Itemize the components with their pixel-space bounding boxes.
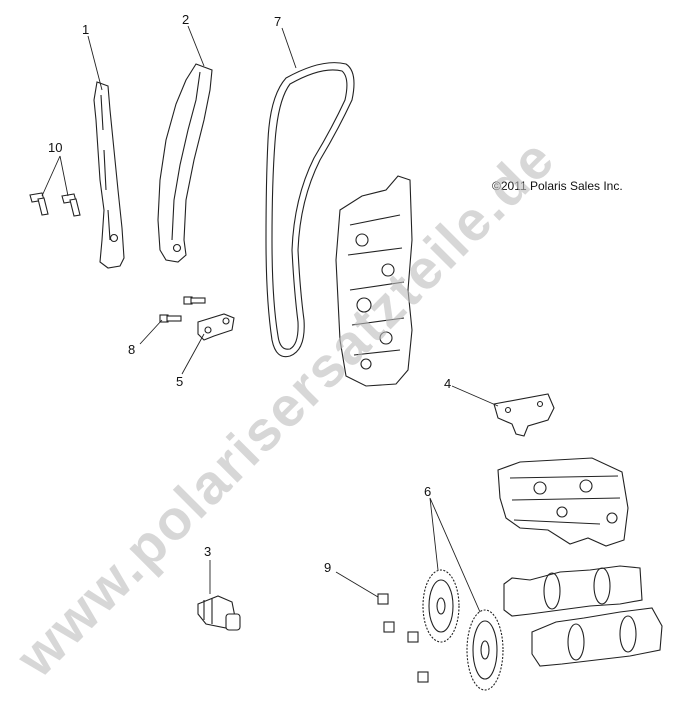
chain-tensioner-part bbox=[197, 595, 241, 631]
camshaft-carrier bbox=[497, 457, 629, 547]
callout-10: 10 bbox=[48, 140, 62, 155]
guide-plate-part bbox=[493, 393, 555, 437]
callout-3: 3 bbox=[204, 544, 211, 559]
callout-8: 8 bbox=[128, 342, 135, 357]
callout-9: 9 bbox=[324, 560, 331, 575]
tensioner-bracket-part bbox=[197, 313, 235, 341]
camshaft-part bbox=[503, 565, 663, 667]
bolt-part bbox=[159, 296, 206, 323]
callout-5: 5 bbox=[176, 374, 183, 389]
chain-guide-part bbox=[93, 81, 125, 269]
callout-1: 1 bbox=[82, 22, 89, 37]
cam-sprocket-part bbox=[422, 569, 504, 691]
callout-6: 6 bbox=[424, 484, 431, 499]
guide-bolt-part bbox=[29, 192, 81, 217]
callout-2: 2 bbox=[182, 12, 189, 27]
tensioner-blade-part bbox=[157, 63, 213, 263]
watermark-text: www.polarisersatzteile.de bbox=[3, 126, 566, 689]
cam-chain-part bbox=[265, 62, 355, 358]
callout-4: 4 bbox=[444, 376, 451, 391]
engine-housing bbox=[335, 175, 413, 387]
copyright-text: ©2011 Polaris Sales Inc. bbox=[492, 179, 623, 193]
callout-7: 7 bbox=[274, 14, 281, 29]
sprocket-bolt-part bbox=[377, 593, 429, 683]
leader-lines bbox=[41, 25, 499, 613]
